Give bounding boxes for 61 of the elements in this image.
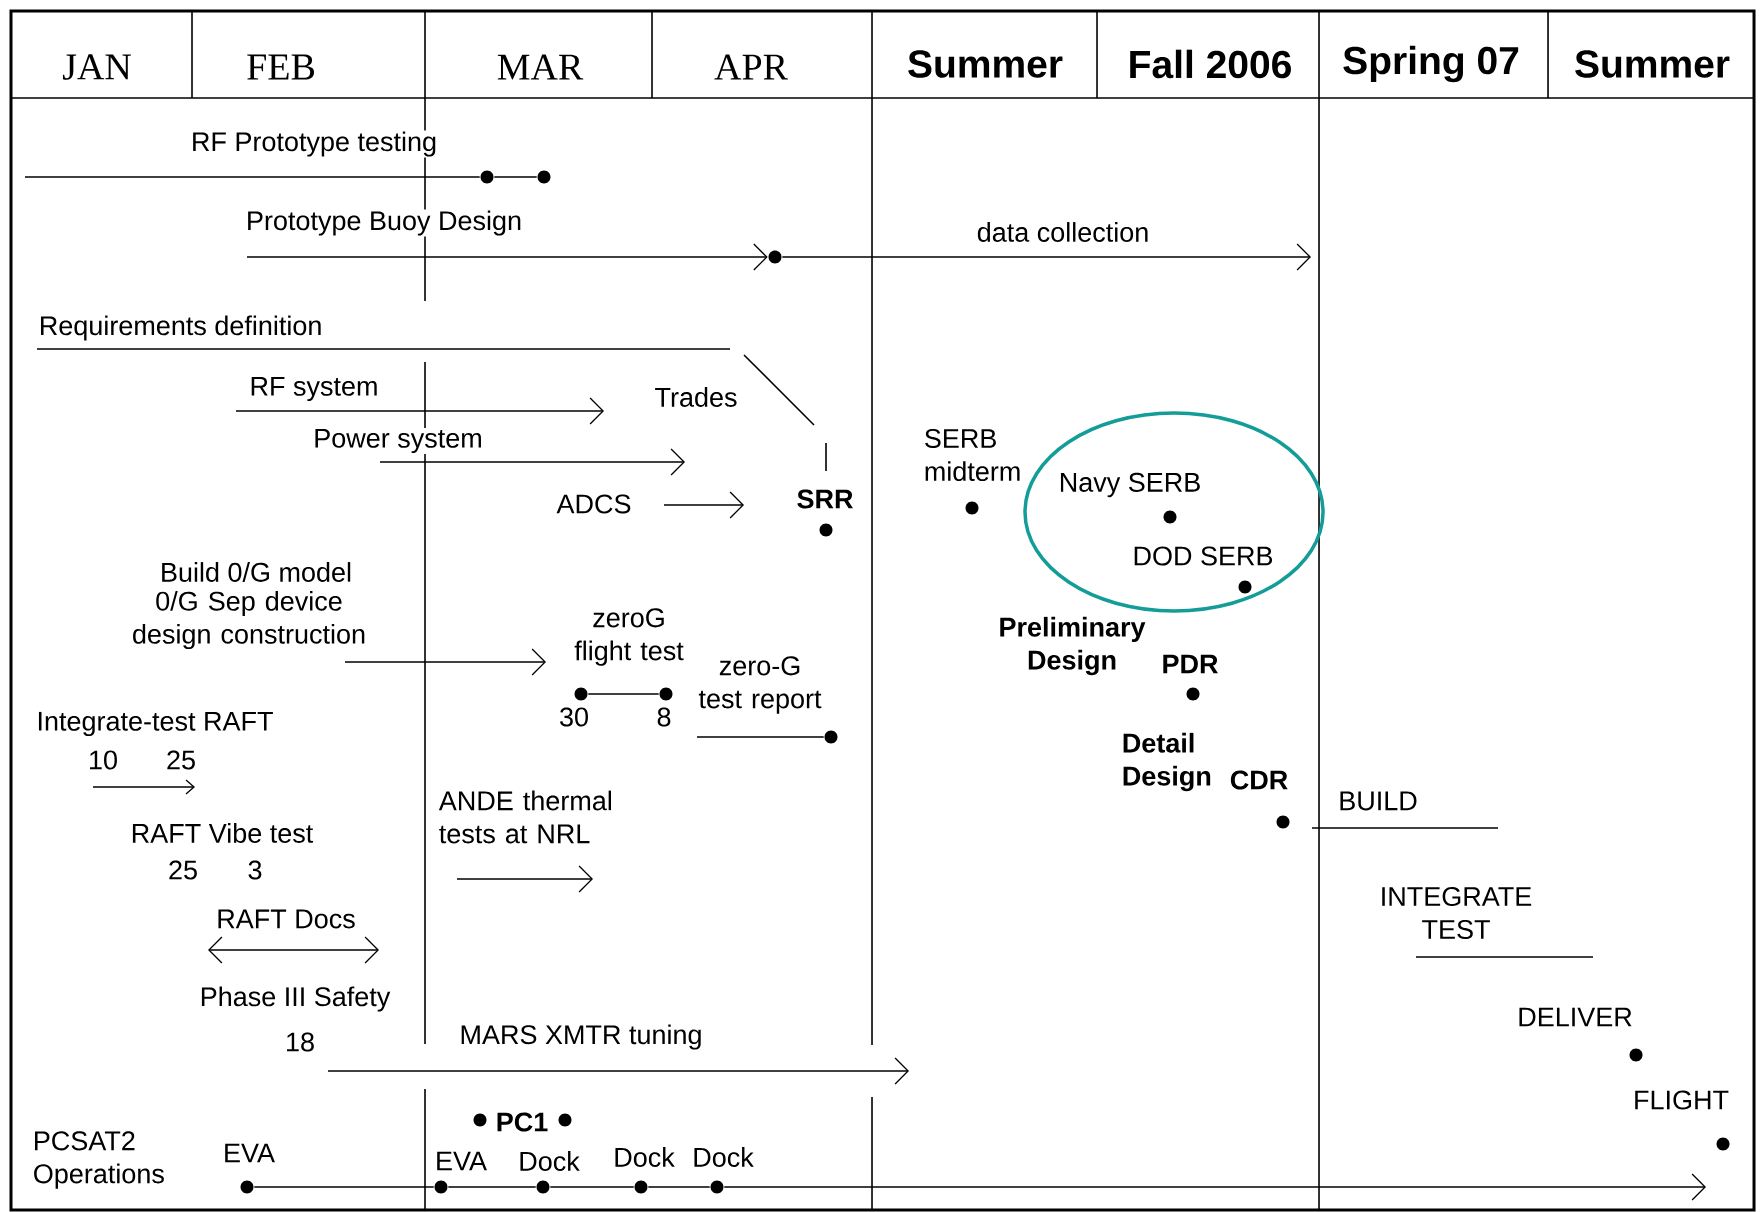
- task-label: 18: [287, 1032, 314, 1052]
- task-label: 25: [169, 860, 197, 880]
- task-label: SERB midterm: [925, 428, 1020, 482]
- timeline-bar: [696, 736, 825, 738]
- timeline-bar: [549, 1186, 635, 1188]
- milestone-label: Detail Design: [1123, 732, 1211, 792]
- task-label: 10: [90, 750, 117, 770]
- season-header: Spring 07: [1343, 45, 1519, 83]
- task-label: FLIGHT: [1635, 1090, 1729, 1110]
- task-label: data collection: [977, 222, 1148, 242]
- timeline-arrow: [723, 1173, 1707, 1201]
- task-label: 25: [167, 750, 195, 770]
- task-label: BUILD: [1340, 791, 1417, 811]
- month-header: FEB: [247, 54, 314, 80]
- season-header: Summer: [1575, 50, 1730, 78]
- task-label: 3: [248, 860, 262, 880]
- timeline-bar: [587, 693, 660, 695]
- task-label: Phase III Safety: [201, 986, 391, 1012]
- task-label: Dock: [615, 1147, 675, 1167]
- timeline-bar: [493, 176, 538, 178]
- task-label: Requirements definition: [41, 315, 321, 341]
- milestone-label: PC1: [497, 1112, 548, 1132]
- task-label: ANDE thermal tests at NRL: [438, 790, 611, 844]
- task-label: RAFT Vibe test: [132, 823, 314, 843]
- task-label: Integrate-test RAFT: [38, 711, 273, 737]
- month-header: APR: [714, 54, 788, 80]
- timeline-arrow: [246, 243, 768, 271]
- timeline-bar: [647, 1186, 711, 1188]
- task-label: 30: [560, 707, 588, 727]
- task-label: Build 0/G model: [162, 562, 351, 582]
- task-label: Power system: [312, 427, 484, 455]
- task-label: Prototype Buoy Design: [244, 209, 524, 237]
- task-label: ADCS: [556, 494, 631, 514]
- task-label: DELIVER: [1519, 1007, 1632, 1027]
- milestone-label: PDR: [1163, 654, 1218, 674]
- timeline-bar: [447, 1186, 537, 1188]
- task-label: INTEGRATE TEST: [1382, 886, 1532, 940]
- task-label: RAFT Docs: [218, 909, 355, 929]
- task-label: RF system: [251, 376, 377, 402]
- task-label: 8: [657, 707, 671, 727]
- task-label: 0/G Sep device design construction: [133, 590, 365, 650]
- task-label: Dock: [694, 1147, 754, 1167]
- milestone-label: SRR: [797, 489, 853, 509]
- month-header: JAN: [62, 54, 131, 80]
- task-label: PCSAT2 Operations: [34, 1131, 164, 1189]
- timeline-bar: [253, 1186, 435, 1188]
- task-label: EVA: [225, 1143, 275, 1163]
- task-label: MARS XMTR tuning: [461, 1024, 701, 1050]
- season-header: Summer: [908, 50, 1063, 78]
- task-label: RF Prototype testing: [189, 130, 439, 158]
- task-label: EVA: [437, 1151, 487, 1171]
- task-label: Dock: [520, 1151, 580, 1171]
- timeline-bar: [24, 176, 481, 178]
- milestone-label: CDR: [1230, 770, 1288, 790]
- task-label: zero-G test report: [698, 656, 822, 714]
- milestone-label: Preliminary Design: [1000, 616, 1146, 676]
- month-header: MAR: [497, 54, 584, 80]
- season-header: Fall 2006: [1130, 49, 1291, 79]
- task-label: zeroG flight test: [574, 608, 684, 666]
- timeline-arrow: [781, 243, 1311, 271]
- task-label: Trades: [655, 387, 737, 407]
